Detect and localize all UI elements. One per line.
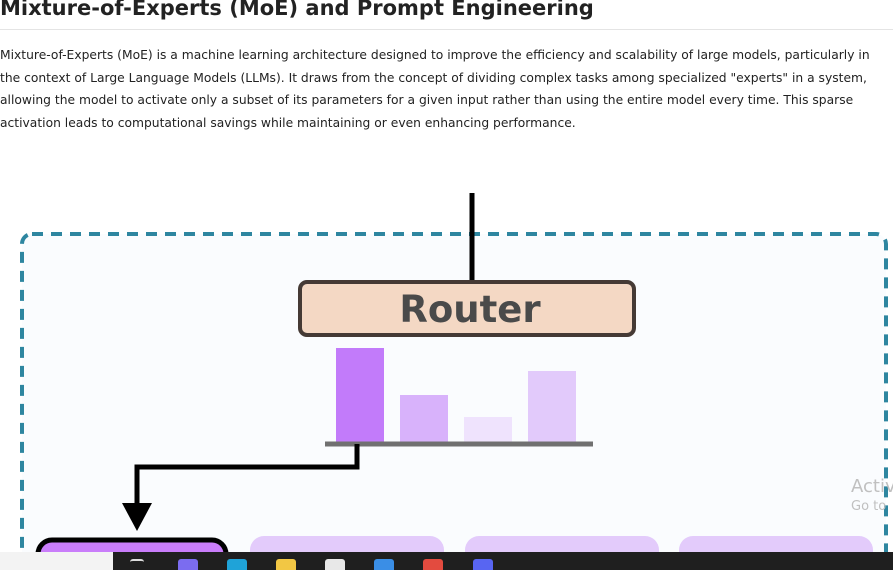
discord-icon[interactable] — [473, 559, 493, 570]
chrome-icon[interactable] — [423, 559, 443, 570]
intro-line: allowing the model to activate only a su… — [0, 93, 854, 107]
diagram-panel — [20, 232, 888, 570]
route-arrow-head — [122, 503, 152, 531]
file-explorer-icon[interactable] — [276, 559, 296, 570]
title-divider — [0, 29, 893, 30]
activate-windows-title: Activ — [851, 476, 893, 497]
taskbar — [0, 552, 893, 570]
gate-bar — [336, 348, 384, 442]
copilot-icon[interactable] — [178, 559, 198, 570]
intro-line: activation leads to computational saving… — [0, 115, 576, 130]
route-arrow-line — [134, 444, 360, 505]
activate-windows-hint: Go to — [851, 499, 887, 514]
gate-bar — [464, 417, 512, 442]
gate-bar — [400, 395, 448, 442]
gate-bar — [528, 371, 576, 442]
store-icon[interactable] — [325, 559, 345, 570]
router-box[interactable] — [298, 280, 636, 337]
activate-windows-watermark: Activ Go to — [851, 476, 893, 516]
page-title: Mixture-of-Experts (MoE) and Prompt Engi… — [0, 0, 594, 20]
gate-bars — [336, 348, 576, 442]
task-view-icon[interactable] — [130, 559, 144, 572]
intro-paragraph: Mixture-of-Experts (MoE) is a machine le… — [0, 44, 893, 134]
intro-line: the context of Large Language Models (LL… — [0, 70, 867, 85]
taskbar-search-box[interactable] — [0, 552, 113, 570]
router-label: Router — [399, 288, 541, 331]
edge-icon[interactable] — [227, 559, 247, 570]
intro-line: Mixture-of-Experts (MoE) is a machine le… — [0, 48, 870, 62]
app-icon[interactable] — [374, 559, 394, 570]
